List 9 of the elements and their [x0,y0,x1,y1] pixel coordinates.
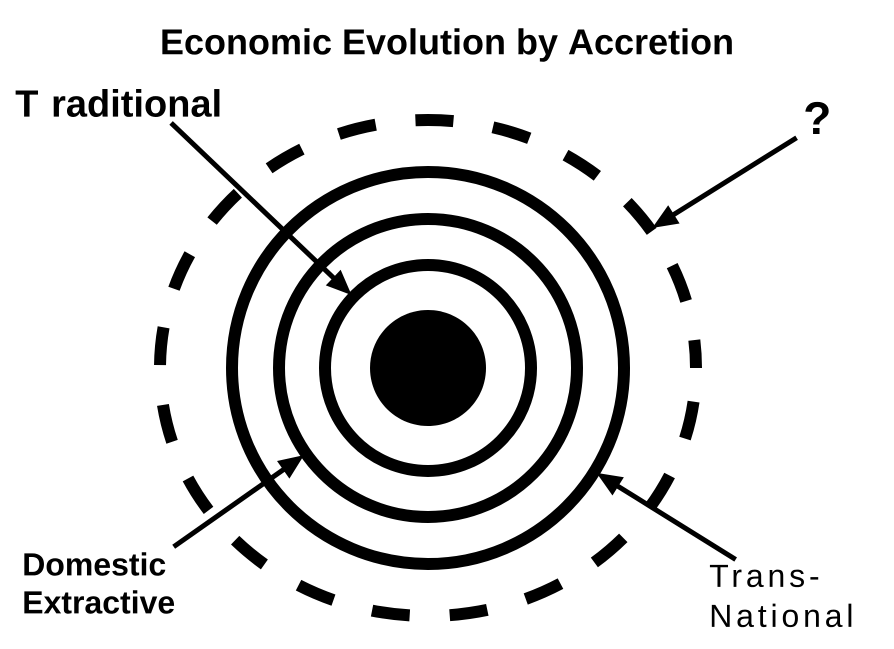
node-label: ? [805,102,829,134]
ring [319,259,537,477]
title: Economic Evolution by Accretion [162,28,732,62]
node-label: T raditional [16,89,220,117]
node-label: Domestic Extractive [24,552,174,614]
ring [226,166,630,570]
ring [273,213,583,523]
node-label: Trans- National [710,564,852,628]
filled-circle [370,310,486,426]
